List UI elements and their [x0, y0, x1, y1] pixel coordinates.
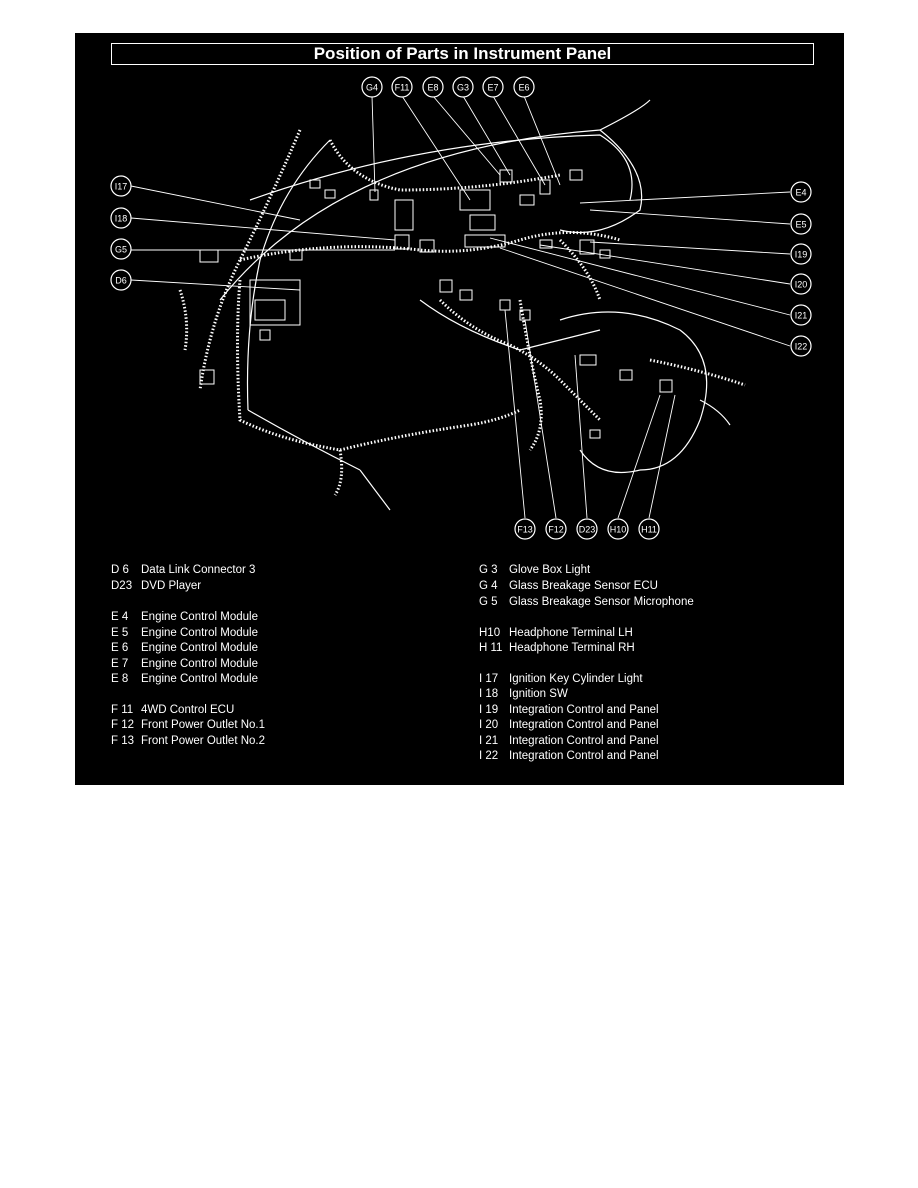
legend-code: G 4	[479, 580, 498, 592]
callout-d6: D6	[110, 269, 132, 291]
callout-label-i21: I21	[795, 311, 808, 321]
wire-harness	[178, 129, 746, 496]
legend-code: E 6	[111, 642, 129, 654]
callout-label-e8: E8	[427, 83, 438, 93]
callout-label-i18: I18	[115, 214, 128, 224]
legend-label: Engine Control Module	[141, 627, 258, 639]
callout-f12: F12	[545, 518, 567, 540]
callout-g3: G3	[452, 76, 474, 98]
diagram-title: Position of Parts in Instrument Panel	[111, 43, 814, 65]
callout-f13: F13	[514, 518, 536, 540]
callout-label-f12: F12	[548, 525, 564, 535]
legend-code: I 17	[479, 673, 499, 685]
callout-label-i20: I20	[795, 280, 808, 290]
legend-label: Integration Control and Panel	[509, 750, 659, 762]
callout-label-i19: I19	[795, 250, 808, 260]
legend-code: D23	[111, 580, 133, 592]
legend-code: E 8	[111, 673, 129, 685]
callout-label-f13: F13	[517, 525, 533, 535]
callout-label-h11: H11	[641, 525, 657, 535]
legend-code: I 21	[479, 735, 499, 747]
callout-d23: D23	[576, 518, 598, 540]
legend-code: G 5	[479, 596, 498, 608]
legend-code: E 4	[111, 611, 129, 623]
callout-label-f11: F11	[395, 83, 410, 93]
callout-label-e6: E6	[518, 83, 529, 93]
callout-i22: I22	[790, 335, 812, 357]
legend-code: I 19	[479, 704, 499, 716]
legend-code: H 11	[479, 642, 503, 654]
callout-g5: G5	[110, 238, 132, 260]
legend-label: Front Power Outlet No.2	[141, 735, 265, 747]
legend-code: F 11	[111, 704, 134, 716]
callout-label-e5: E5	[795, 220, 806, 230]
legend-label: Engine Control Module	[141, 611, 258, 623]
callout-i17: I17	[110, 175, 132, 197]
callout-e6: E6	[513, 76, 535, 98]
callout-i21: I21	[790, 304, 812, 326]
legend-code: I 20	[479, 719, 499, 731]
callout-label-g5: G5	[115, 245, 127, 255]
legend-label: Ignition SW	[509, 688, 568, 700]
legend-label: Integration Control and Panel	[509, 735, 659, 747]
dashboard-outline	[219, 99, 731, 511]
legend-label: Glass Breakage Sensor Microphone	[509, 596, 694, 608]
callout-label-d6: D6	[115, 276, 127, 286]
callout-h10: H10	[607, 518, 629, 540]
callout-i18: I18	[110, 207, 132, 229]
legend-code: F 13	[111, 735, 135, 747]
legend-label: Engine Control Module	[141, 658, 258, 670]
callout-e4: E4	[790, 181, 812, 203]
legend-label: 4WD Control ECU	[141, 704, 235, 716]
callout-e5: E5	[790, 213, 812, 235]
callout-label-i17: I17	[115, 182, 128, 192]
legend-label: Data Link Connector 3	[141, 564, 256, 576]
legend-label: Integration Control and Panel	[509, 704, 659, 716]
connectors	[199, 169, 673, 439]
legend-code: I 22	[479, 750, 499, 762]
callout-label-g4: G4	[366, 83, 378, 93]
diagram-panel	[75, 33, 844, 785]
legend-label: Integration Control and Panel	[509, 719, 659, 731]
callout-label-i22: I22	[795, 342, 808, 352]
instrument-panel-diagram: G4 F11 E8 G3 E7 E6 I17 I18 G5 D6 E4 E5 I…	[110, 76, 812, 540]
legend-code: D 6	[111, 564, 129, 576]
legend-label: Front Power Outlet No.1	[141, 719, 265, 731]
legend-label: Glove Box Light	[509, 564, 591, 576]
callout-label-g3: G3	[457, 83, 469, 93]
callout-label-e4: E4	[795, 188, 806, 198]
callout-f11: F11	[391, 76, 413, 98]
callout-e7: E7	[482, 76, 504, 98]
legend-code: G 3	[479, 564, 498, 576]
legend-label: Engine Control Module	[141, 642, 258, 654]
callouts: G4 F11 E8 G3 E7 E6 I17 I18 G5 D6 E4 E5 I…	[110, 76, 812, 540]
legend-label: Ignition Key Cylinder Light	[509, 673, 643, 685]
legend-code: E 5	[111, 627, 129, 639]
legend-code: E 7	[111, 658, 129, 670]
callout-g4: G4	[361, 76, 383, 98]
callout-i20: I20	[790, 273, 812, 295]
legend-code: H10	[479, 627, 501, 639]
leader-lines	[130, 95, 791, 519]
legend-label: Headphone Terminal LH	[509, 627, 633, 639]
legend-label: DVD Player	[141, 580, 202, 592]
callout-h11: H11	[638, 518, 660, 540]
legend-code: I 18	[479, 688, 499, 700]
callout-label-h10: H10	[610, 525, 627, 535]
callout-label-d23: D23	[579, 525, 596, 535]
legend-label: Engine Control Module	[141, 673, 258, 685]
callout-label-e7: E7	[487, 83, 498, 93]
legend-code: F 12	[111, 719, 135, 731]
callout-e8: E8	[422, 76, 444, 98]
legend-label: Headphone Terminal RH	[509, 642, 635, 654]
legend-label: Glass Breakage Sensor ECU	[509, 580, 658, 592]
callout-i19: I19	[790, 243, 812, 265]
